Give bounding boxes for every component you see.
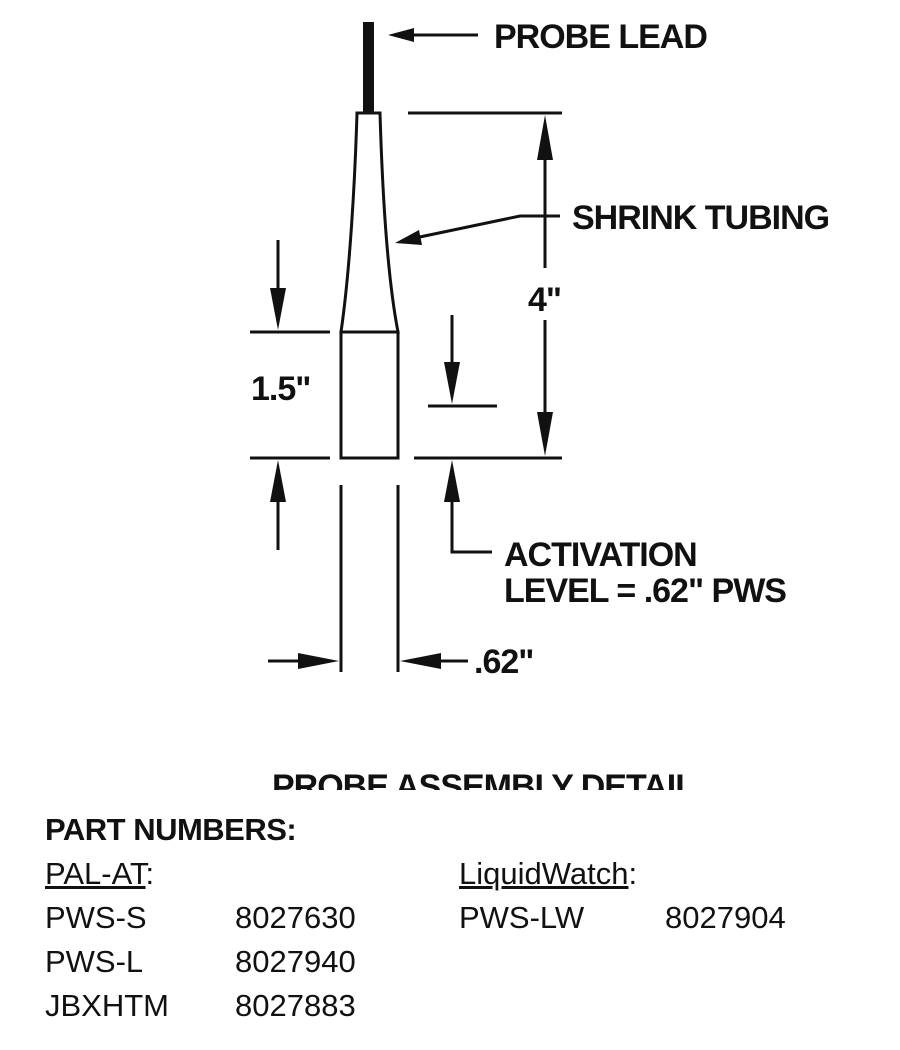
dim-width-arrow-left — [400, 653, 441, 669]
dim-width-arrow-right — [298, 653, 339, 669]
activation-label-line2: LEVEL = .62" PWS — [504, 572, 786, 610]
part-numbers-title: PART NUMBERS: — [45, 812, 297, 847]
probe-assembly-drawing: PROBE LEAD SHRINK TUBING 4" 1.5" ACTIVAT… — [250, 18, 830, 800]
part-numbers-section: PART NUMBERS: PAL-AT: PWS-S 8027630 PWS-… — [45, 812, 885, 1028]
activation-label-line1: ACTIVATION — [504, 536, 697, 574]
probe-body — [339, 330, 400, 460]
part-row: JBXHTM 8027883 — [45, 984, 459, 1028]
dim-width-label: .62" — [474, 643, 533, 681]
diagram-caption: PROBE ASSEMBLY DETAIL — [272, 768, 695, 800]
shrink-tubing-arrowhead — [395, 230, 422, 245]
part-number: 8027630 — [235, 900, 356, 935]
group-name-pal-at: PAL-AT — [45, 856, 146, 891]
dim-4-arrow-up — [537, 115, 553, 160]
dim-15-label: 1.5" — [251, 370, 310, 408]
part-number: 8027904 — [665, 900, 786, 935]
part-row: PWS-L 8027940 — [45, 940, 459, 984]
part-number: 8027883 — [235, 988, 356, 1023]
part-model: PWS-S — [45, 900, 147, 935]
part-row: PWS-LW 8027904 — [459, 896, 873, 940]
dim-15-arrow-down — [270, 288, 286, 330]
shrink-tubing-shape — [339, 111, 400, 334]
activation-arrow-down — [444, 362, 460, 404]
part-model: JBXHTM — [45, 988, 169, 1023]
part-group-pal-at: PAL-AT: PWS-S 8027630 PWS-L 8027940 JBXH… — [45, 852, 459, 1028]
part-number: 8027940 — [235, 944, 356, 979]
part-model: PWS-L — [45, 944, 144, 979]
activation-leader — [450, 500, 492, 554]
probe-lead-arrowhead — [388, 28, 414, 42]
shrink-tubing-leader — [414, 214, 560, 240]
part-row: PWS-S 8027630 — [45, 896, 459, 940]
probe-lead-label: PROBE LEAD — [494, 18, 707, 56]
part-group-liquidwatch: LiquidWatch: PWS-LW 8027904 — [459, 852, 873, 1028]
dim-15-arrow-up — [270, 460, 286, 502]
shrink-tubing-label: SHRINK TUBING — [572, 199, 829, 237]
group-name-liquidwatch: LiquidWatch — [459, 856, 629, 891]
part-model: PWS-LW — [459, 900, 585, 935]
probe-lead-wire — [363, 22, 374, 114]
dim-4-arrow-down — [537, 412, 553, 456]
activation-arrow-up — [444, 460, 460, 502]
dim-4-label: 4" — [528, 281, 561, 319]
